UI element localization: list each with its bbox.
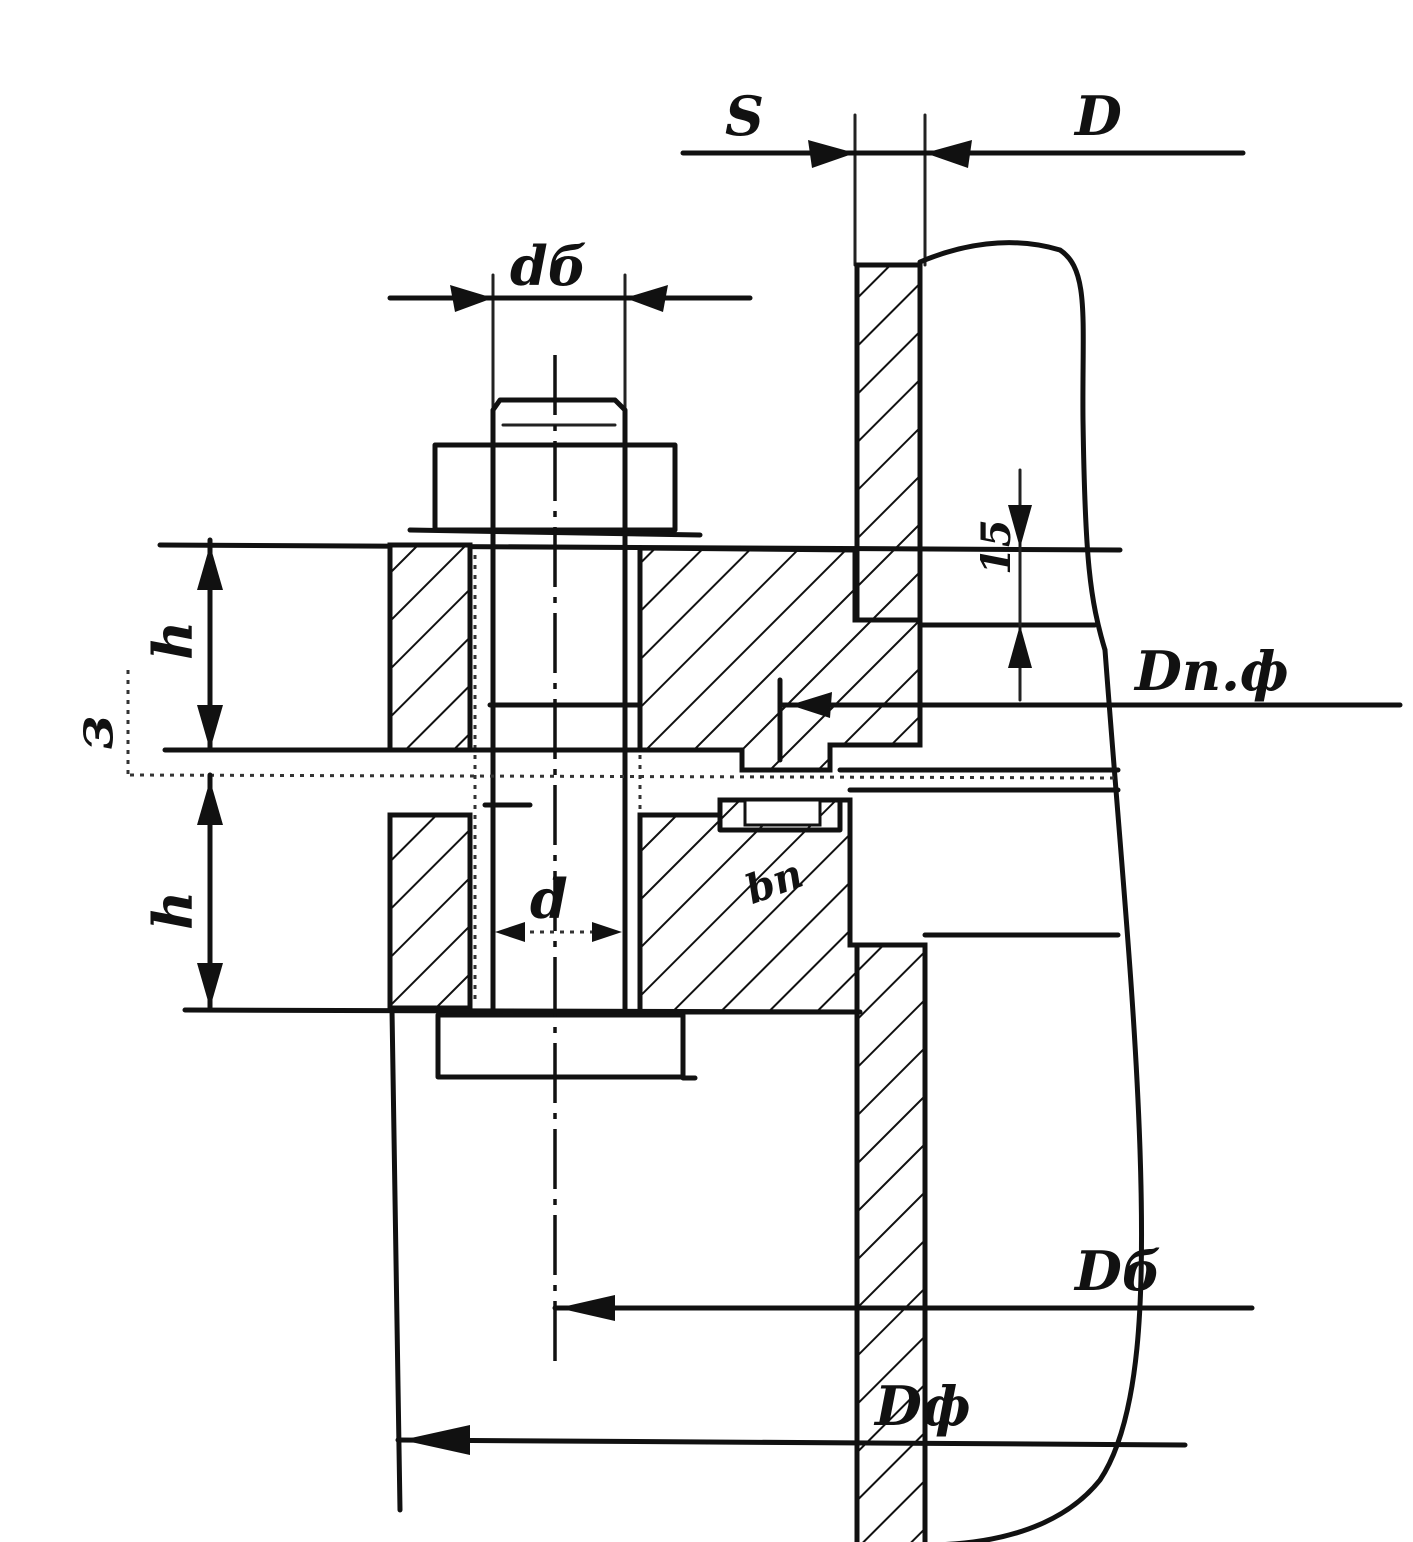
label-hole-diameter: d [530,867,568,931]
dimension-15: 15 [973,468,1032,702]
label-bolt-diameter: dб [510,234,587,298]
label-dimension-15: 15 [973,519,1020,575]
lower-flange [182,797,863,1015]
vessel-shell-upper [854,240,1108,653]
flange-diameter-dimension: Dф [389,1007,1188,1513]
flange-gap [129,747,1121,793]
bolt-diameter-dimension: dб [387,234,753,412]
upper-flange [157,542,1123,773]
hole-diameter-dimension: d [495,867,622,942]
bolt-and-nuts [407,355,703,1370]
label-flange-diameter: Dф [873,1374,971,1438]
label-flange-height-bottom: h [141,891,205,930]
gasket-diameter-dimension: Dп.ф [777,639,1403,718]
flange-height-dimensions: h з h [61,537,223,1013]
label-gap: з [61,716,125,750]
label-gasket-diameter: Dп.ф [1133,639,1289,703]
label-vessel-diameter: D [1073,84,1122,148]
bolt-circle-dimension: Dб [552,1239,1255,1321]
label-bolt-circle-diameter: Dб [1073,1239,1161,1303]
label-flange-height-top: h [141,621,205,660]
label-s: S [725,84,764,148]
wall-thickness-dimension: S D [680,84,1246,267]
